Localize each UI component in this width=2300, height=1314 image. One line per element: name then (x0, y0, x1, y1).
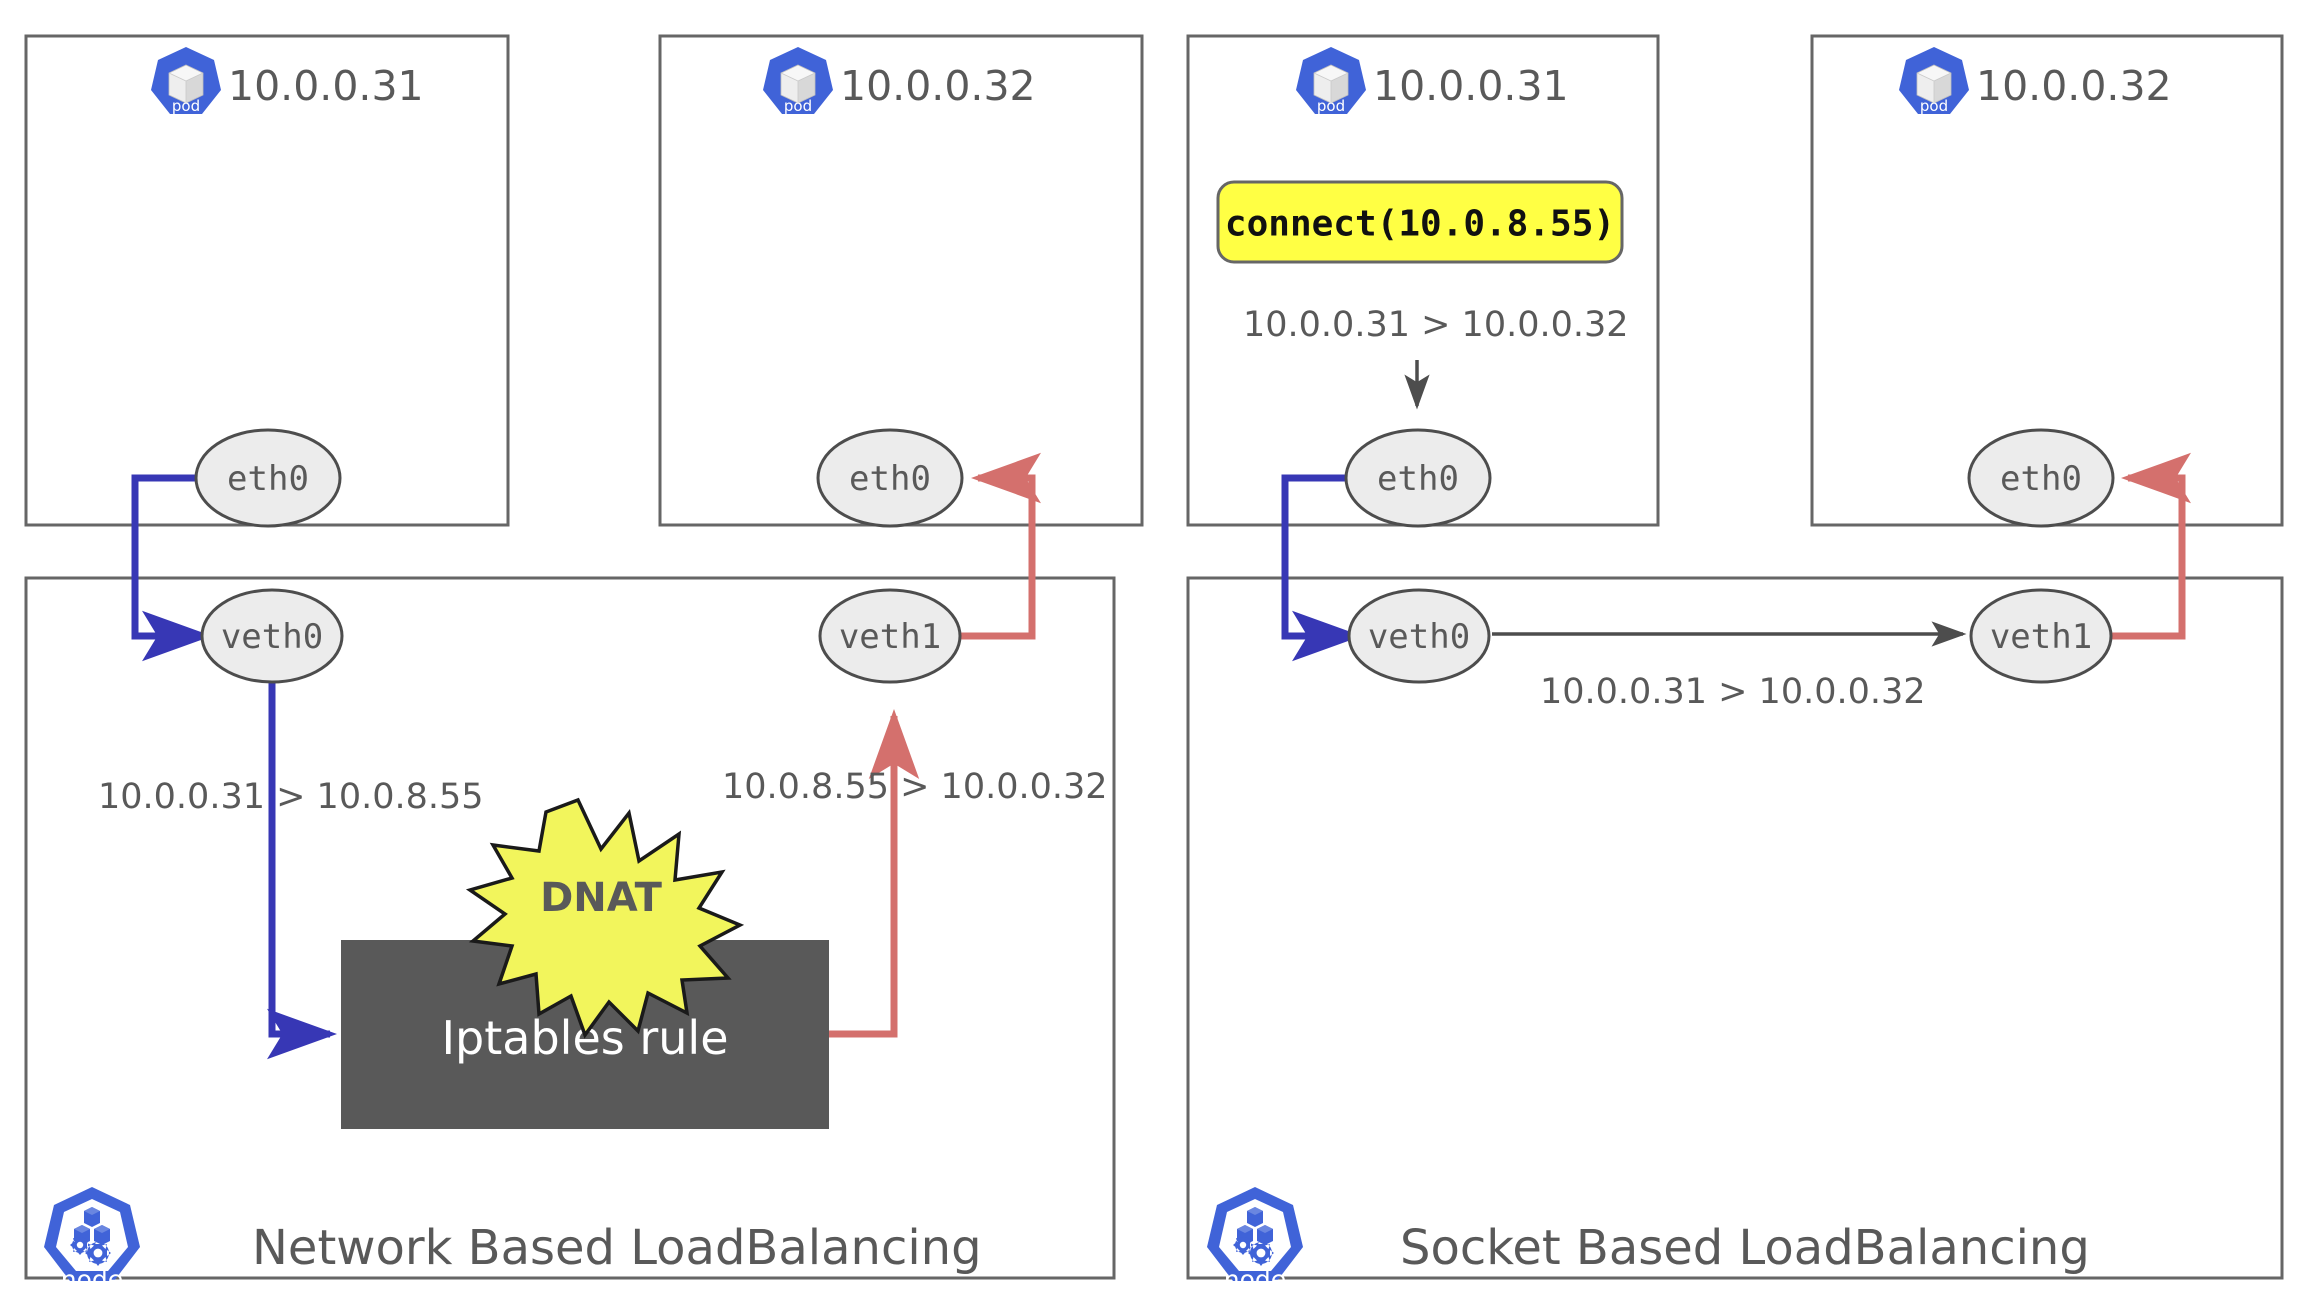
right-connect-flow-label: 10.0.0.31 > 10.0.0.32 (1243, 305, 1629, 345)
connect-call-label: connect(10.0.8.55) (1225, 204, 1615, 245)
right-veth1[interactable] (1969, 588, 2113, 684)
left-veth0-label: veth0 (221, 617, 323, 657)
right-veth1-label: veth1 (1990, 617, 2092, 657)
left-dnat-badge: DNAT (465, 797, 745, 1039)
left-blue-egress-path (131, 474, 212, 662)
connect-call-box[interactable] (1216, 180, 1624, 264)
right-pod-a-eth0[interactable] (1344, 428, 1492, 528)
right-blue-egress-path (1281, 474, 1362, 662)
left-dnat-label: DNAT (540, 875, 663, 921)
right-pod-a-ip: 10.0.0.31 (1373, 62, 1569, 110)
right-panel-group: 10.0.0.31 10.0.0.32 connect(10.0.8.55) 1… (1186, 34, 2284, 1294)
left-pod-b-eth0[interactable] (816, 428, 964, 528)
right-red-ingress-path (2108, 452, 2191, 640)
left-pod-a-eth0[interactable] (194, 428, 342, 528)
left-panel-group: 10.0.0.31 10.0.0.32 eth0 eth0 veth0 veth… (24, 34, 1144, 1294)
left-pod-a-eth0-label: eth0 (227, 459, 309, 499)
left-veth1[interactable] (818, 588, 962, 684)
left-flow-label-ingress: 10.0.8.55 > 10.0.0.32 (722, 767, 1108, 807)
right-pod-b-eth0-label: eth0 (2000, 459, 2082, 499)
right-pod-b-eth0[interactable] (1967, 428, 2115, 528)
right-panel-title: Socket Based LoadBalancing (1400, 1220, 2090, 1276)
right-veth0[interactable] (1347, 588, 1491, 684)
left-red-from-iptables-path (829, 709, 920, 1038)
left-panel-title: Network Based LoadBalancing (252, 1220, 982, 1276)
left-pod-b-eth0-label: eth0 (849, 459, 931, 499)
left-blue-to-iptables-path (267, 679, 337, 1060)
right-pod-b-ip: 10.0.0.32 (1976, 62, 2172, 110)
right-pod-a-eth0-label: eth0 (1377, 459, 1459, 499)
left-pod-a-ip: 10.0.0.31 (228, 62, 424, 110)
left-red-ingress-path (958, 452, 1041, 640)
left-flow-label-egress: 10.0.0.31 > 10.0.8.55 (98, 777, 484, 817)
right-flow-label-link: 10.0.0.31 > 10.0.0.32 (1540, 672, 1926, 712)
left-veth0[interactable] (200, 588, 344, 684)
left-veth1-label: veth1 (839, 617, 941, 657)
right-veth0-label: veth0 (1368, 617, 1470, 657)
right-node-box (1186, 576, 2284, 1280)
left-pod-b-ip: 10.0.0.32 (840, 62, 1036, 110)
